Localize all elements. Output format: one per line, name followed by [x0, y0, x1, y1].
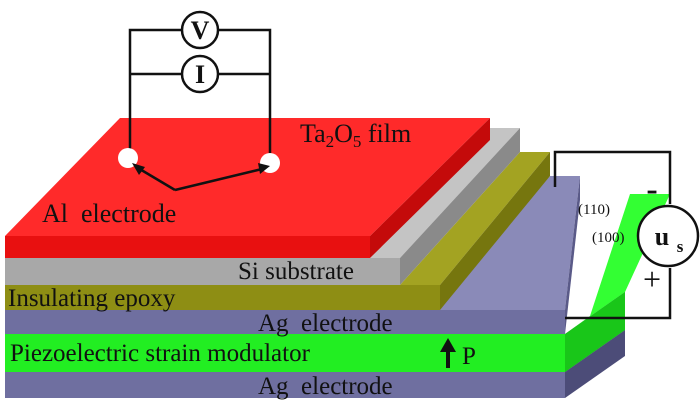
- ag-electrode-bottom-label: Ag electrode: [258, 373, 393, 400]
- si-substrate-label: Si substrate: [238, 258, 354, 285]
- voltage-source-subscript: s: [677, 237, 684, 256]
- source-wiring: [553, 150, 672, 320]
- polarization-label: P: [462, 343, 476, 370]
- ammeter-icon: I: [180, 54, 220, 94]
- ta2o5-film-layer: [5, 118, 490, 258]
- voltage-source-icon: u s: [636, 204, 700, 268]
- al-electrode-pointer-arrows: [132, 163, 270, 192]
- insulating-epoxy-layer: [5, 152, 550, 310]
- insulating-epoxy-label: Insulating epoxy: [8, 285, 176, 312]
- al-electrode-contact-left: [118, 148, 138, 168]
- al-electrode-label: Al electrode: [42, 199, 176, 228]
- voltage-source-label: u: [655, 222, 669, 251]
- si-substrate-layer: [5, 128, 520, 285]
- ag-electrode-top-label: Ag electrode: [258, 310, 393, 337]
- ammeter-label: I: [195, 60, 205, 89]
- minus-terminal-label: -: [646, 171, 657, 208]
- plus-terminal-label: +: [643, 261, 661, 297]
- voltmeter-label: V: [191, 16, 210, 45]
- voltmeter-icon: V: [180, 10, 220, 50]
- orientation-100-label: (100): [592, 230, 625, 246]
- orientation-110-label: (110): [578, 202, 610, 218]
- piezo-modulator-label: Piezoelectric strain modulator: [10, 340, 311, 367]
- film-label: Ta2O5 film: [300, 119, 411, 151]
- polarization-arrow-icon: [440, 338, 456, 368]
